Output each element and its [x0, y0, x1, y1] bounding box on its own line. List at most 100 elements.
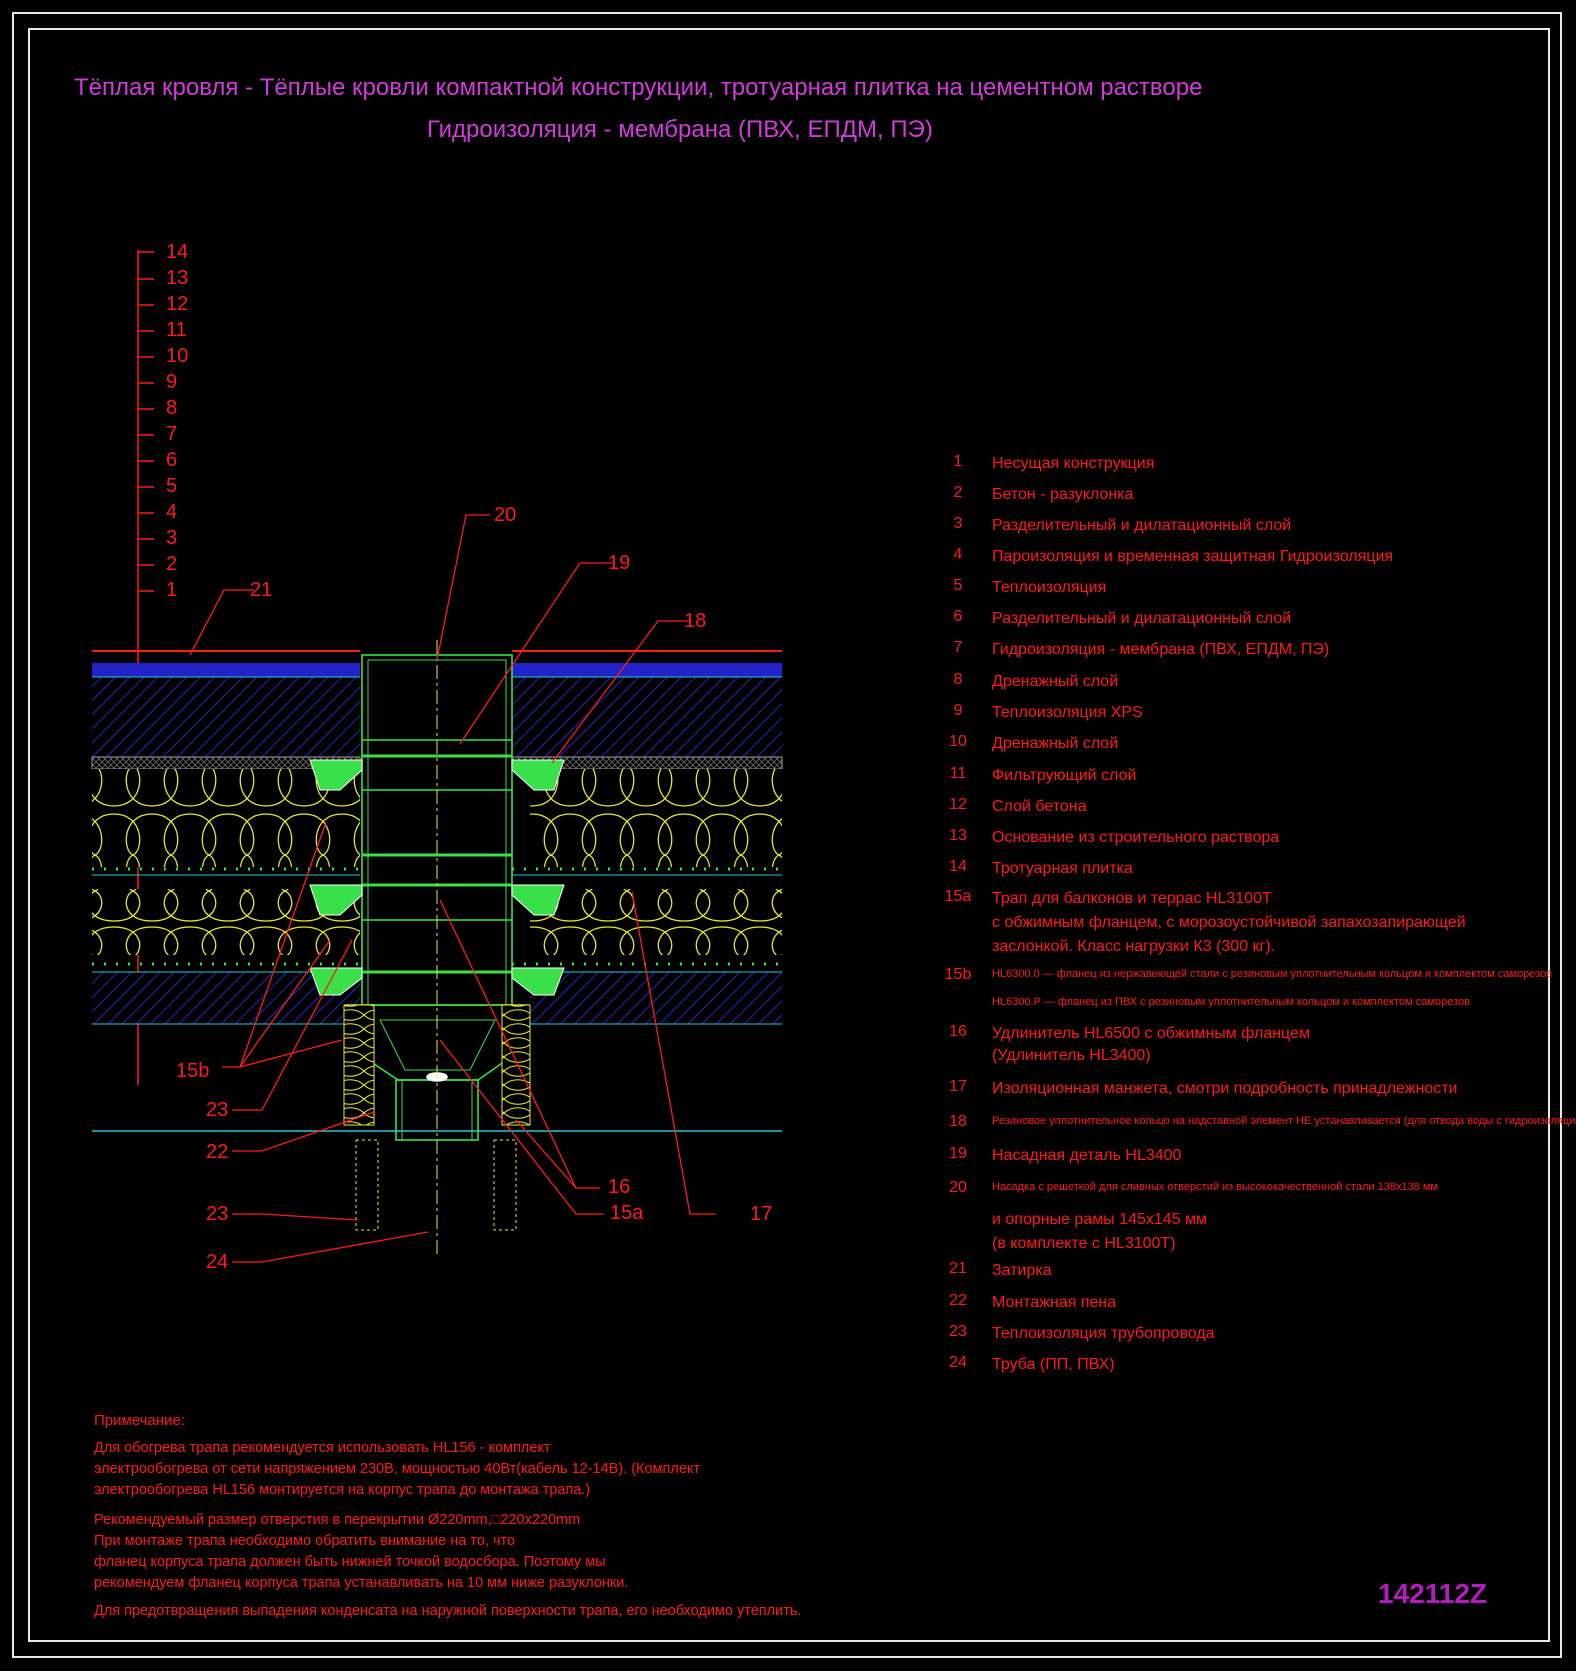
legend-number: 20: [949, 1179, 967, 1196]
callout-23-lower: 23: [206, 1203, 229, 1225]
drawing-frame-outer: [12, 12, 1562, 1658]
legend-number: 15a: [944, 888, 972, 905]
legend-number: 9: [953, 702, 963, 719]
legend-number: 4: [953, 546, 963, 563]
legend-text: Пароизоляция и временная защитная Гидрои…: [992, 548, 1394, 565]
legend-text: Труба (ПП, ПВХ): [992, 1356, 1115, 1373]
legend-number: 15b: [944, 966, 972, 983]
pipe-insulation-lower-left: [355, 1139, 379, 1231]
notes-paragraph-1: Для обогрева трапа рекомендуется использ…: [94, 1440, 701, 1498]
stack-num-8: 8: [166, 397, 178, 419]
legend-text: Насадная деталь HL3400: [992, 1147, 1182, 1164]
drawing-code: 142112Z: [1378, 1578, 1487, 1609]
legend-text: Бетон - разуклонка: [992, 486, 1134, 503]
stack-num-13: 13: [166, 267, 189, 289]
legend-text: (Удлинитель HL3400): [992, 1047, 1151, 1064]
drawing-title-line1: Тёплая кровля - Тёплые кровли компактной…: [74, 74, 1203, 101]
stack-num-12: 12: [166, 293, 189, 315]
callout-15a: 15a: [610, 1202, 644, 1224]
notes-paragraph-2: Рекомендуемый размер отверстия в перекры…: [94, 1512, 629, 1591]
legend-text: и опорные рамы 145х145 мм: [992, 1211, 1207, 1228]
legend-text: Слой бетона: [992, 798, 1087, 815]
stack-num-11: 11: [166, 319, 187, 341]
legend-text: Удлинитель HL6500 с обжимным фланцем: [992, 1025, 1310, 1042]
callout-19: 19: [608, 552, 631, 574]
callout-17: 17: [750, 1203, 773, 1225]
legend-number: 22: [949, 1292, 967, 1309]
legend-number: 19: [949, 1145, 967, 1162]
legend-number: 24: [949, 1354, 967, 1371]
stack-num-2: 2: [166, 553, 178, 575]
drawing-title-line2: Гидроизоляция - мембрана (ПВХ, ЕПДМ, ПЭ): [427, 116, 933, 143]
roof-layers-right: [511, 650, 783, 1025]
legend-text: Несущая конструкция: [992, 455, 1155, 472]
stack-num-7: 7: [166, 423, 178, 445]
legend-text: Разделительный и дилатационный слой: [992, 610, 1292, 627]
legend-number: 13: [949, 827, 967, 844]
legend-text: Разделительный и дилатационный слой: [992, 517, 1292, 534]
legend-number: 1: [953, 453, 963, 470]
callout-24: 24: [206, 1251, 229, 1273]
legend-number: 8: [953, 671, 963, 688]
legend-text: с обжимным фланцем, с морозоустойчивой з…: [992, 914, 1466, 931]
legend-text: Насадка с решеткой для сливных отверстий…: [992, 1181, 1438, 1193]
legend-number: 16: [949, 1023, 967, 1040]
legend-text: HL6300.0 — фланец из нержавеющей стали с…: [992, 968, 1553, 980]
pipe-insulation-upper-left: [343, 1004, 375, 1126]
legend-text: заслонкой. Класс нагрузки К3 (300 кг).: [992, 938, 1276, 955]
callout-23-upper: 23: [206, 1099, 229, 1121]
stack-num-14: 14: [166, 241, 189, 263]
legend-number: 18: [949, 1113, 967, 1130]
drawing-frame-inner: [28, 28, 1550, 1642]
legend-text: Теплоизоляция трубопровода: [992, 1325, 1215, 1342]
legend-text: Изоляционная манжета, смотри подробность…: [992, 1080, 1458, 1097]
legend-text: Тротуарная плитка: [992, 860, 1133, 877]
callout-21: 21: [250, 579, 273, 601]
legend-number: 17: [949, 1078, 967, 1095]
layer-axis-ticks: [138, 251, 154, 592]
flange-clamps: [309, 759, 565, 996]
legend-number: 21: [949, 1260, 967, 1277]
stack-num-3: 3: [166, 527, 178, 549]
legend-text: Основание из строительного раствора: [992, 829, 1280, 846]
leader-lines: [189, 514, 716, 1263]
notes-paragraph-3: Для предотвращения выпадения конденсата …: [94, 1603, 802, 1619]
pipe-insulation-lower-right: [493, 1139, 517, 1231]
legend-text: Теплоизоляция XPS: [992, 704, 1143, 721]
legend-text: Дренажный слой: [992, 673, 1119, 690]
callout-18: 18: [684, 610, 707, 632]
legend-number: 14: [949, 858, 967, 875]
legend-text: Трап для балконов и террас HL3100T: [992, 890, 1272, 907]
legend-number: 3: [953, 515, 963, 532]
legend-text: (в комплекте с HL3100T): [992, 1235, 1176, 1252]
legend-number: 23: [949, 1323, 967, 1340]
legend-text: Фильтрующий слой: [992, 767, 1137, 784]
legend-text: Резиновое уплотнительное кольцо на надст…: [992, 1115, 1576, 1127]
legend-text: Теплоизоляция: [992, 579, 1107, 596]
pipe-insulation-upper-right: [501, 1004, 531, 1126]
legend-number: 10: [949, 733, 967, 750]
stack-num-9: 9: [166, 371, 178, 393]
notes-heading: Примечание:: [94, 1412, 185, 1429]
legend-text: HL6300.P — фланец из ПВХ с резиновым упл…: [992, 996, 1470, 1008]
stack-num-4: 4: [166, 501, 178, 523]
legend-number: 2: [953, 484, 963, 501]
roof-layers-left: [91, 650, 361, 1025]
stack-num-1: 1: [166, 579, 178, 601]
legend-text: Затирка: [992, 1262, 1052, 1279]
legend-text: Монтажная пена: [992, 1294, 1117, 1311]
callout-20: 20: [494, 504, 517, 526]
legend-text: Дренажный слой: [992, 735, 1119, 752]
legend-number: 5: [953, 577, 963, 594]
callout-16: 16: [608, 1176, 631, 1198]
legend-number: 7: [953, 639, 963, 656]
legend-number: 12: [949, 796, 967, 813]
stack-num-6: 6: [166, 449, 178, 471]
legend-number: 6: [953, 608, 963, 625]
callout-22: 22: [206, 1141, 229, 1163]
stack-num-10: 10: [166, 345, 189, 367]
callout-15b: 15b: [176, 1060, 210, 1082]
legend-text: Гидроизоляция - мембрана (ПВХ, ЕПДМ, ПЭ): [992, 641, 1330, 658]
legend-number: 11: [949, 765, 967, 782]
